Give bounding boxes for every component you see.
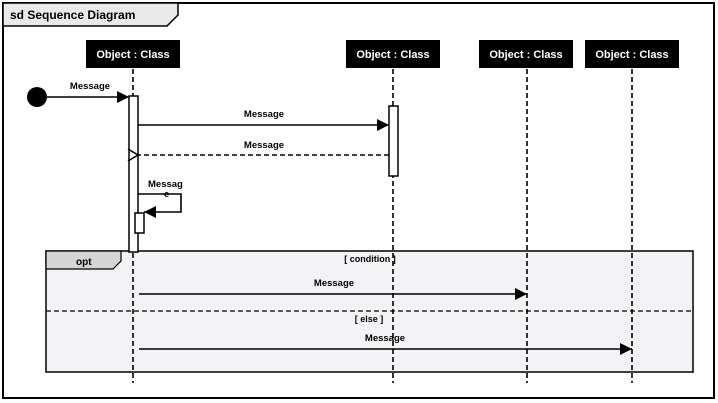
lifeline-3-label: Object : Class xyxy=(489,49,562,61)
frame-title: sd Sequence Diagram xyxy=(10,8,135,22)
initial-node xyxy=(27,87,47,107)
opt-message-2-label: Message xyxy=(365,333,405,344)
lifeline-4: Object : Class xyxy=(585,40,679,68)
call-message-label: Message xyxy=(244,109,284,120)
lifeline-1: Object : Class xyxy=(86,40,180,68)
frame-title-tab: sd Sequence Diagram xyxy=(2,2,179,27)
lifeline-4-label: Object : Class xyxy=(595,49,668,61)
self-activation-bar xyxy=(134,212,145,234)
lifeline-3-head xyxy=(479,40,573,68)
guard-else: [ else ] xyxy=(355,314,384,324)
lifeline-4-head xyxy=(585,40,679,68)
guard-condition: [ condition ] xyxy=(344,254,396,264)
opt-fragment: opt [ condition ] [ else ] xyxy=(45,250,694,373)
found-message-label: Message xyxy=(70,81,110,92)
fragment-operator: opt xyxy=(76,257,92,268)
lifeline-2-head xyxy=(346,40,440,68)
return-message-label: Message xyxy=(244,140,284,151)
lifeline-1-label: Object : Class xyxy=(96,49,169,61)
self-message-label-wrap: e xyxy=(164,189,169,200)
opt-message-1-label: Message xyxy=(314,278,354,289)
lifeline-2: Object : Class xyxy=(346,40,440,68)
self-message-arrow xyxy=(138,193,182,218)
activation-bar-2 xyxy=(388,105,399,177)
lifeline-3: Object : Class xyxy=(479,40,573,68)
activation-bar-1 xyxy=(128,95,139,253)
lifeline-1-head xyxy=(86,40,180,68)
self-message-label: Messag xyxy=(148,179,183,190)
lifeline-2-label: Object : Class xyxy=(356,49,429,61)
